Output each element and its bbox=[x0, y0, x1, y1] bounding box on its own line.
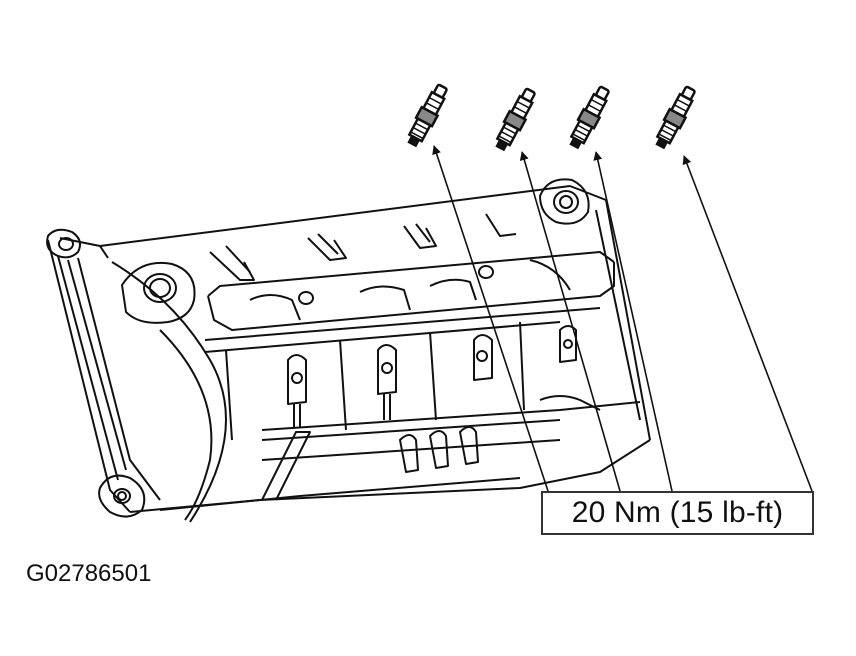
spark-plug-4 bbox=[651, 83, 700, 152]
valve-cover bbox=[47, 179, 650, 522]
figure-id-label: G02786501 bbox=[26, 560, 152, 587]
callout-leader-lines bbox=[432, 145, 812, 491]
torque-callout: 20 Nm (15 lb-ft) bbox=[541, 491, 814, 535]
spark-plug-1 bbox=[403, 81, 452, 150]
torque-spec-label: 20 Nm (15 lb-ft) bbox=[571, 496, 784, 529]
spark-plug-3 bbox=[565, 83, 614, 152]
spark-plug-2 bbox=[491, 85, 540, 154]
